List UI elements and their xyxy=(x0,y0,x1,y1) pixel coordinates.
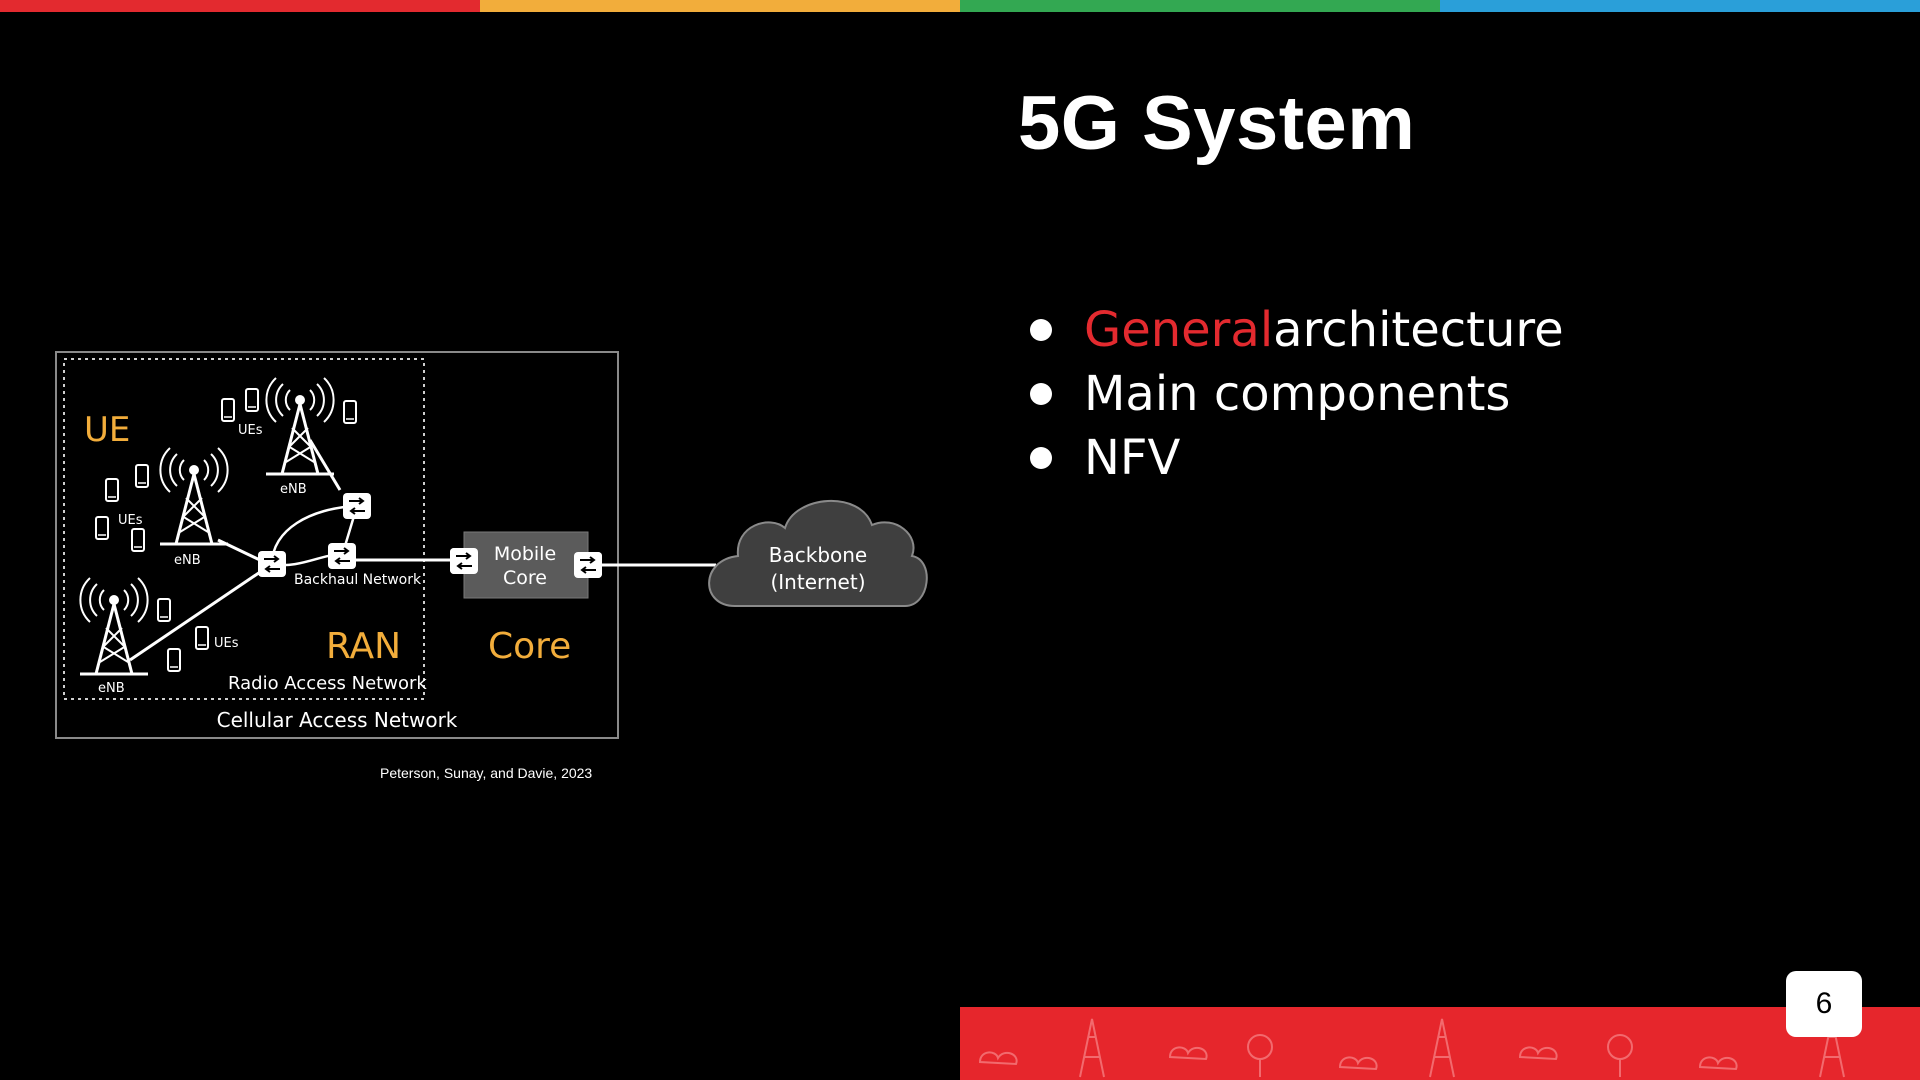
top-stripe-blue xyxy=(1440,0,1920,12)
bullet-text: NFV xyxy=(1084,430,1181,486)
backhaul-network-label: Backhaul Network xyxy=(294,572,422,588)
switch-icon xyxy=(327,542,357,570)
link-enb1-switch xyxy=(308,439,342,491)
bullet-dot-icon xyxy=(1030,383,1052,405)
phone-icon xyxy=(195,626,209,650)
mobile-core-label-line2: Core xyxy=(503,567,547,589)
enb-tower-icon xyxy=(78,576,150,676)
phone-icon xyxy=(95,516,109,540)
cellular-access-network-box xyxy=(55,351,619,739)
bullet-text: architecture xyxy=(1273,302,1564,358)
footer-band xyxy=(960,1007,1920,1080)
bullet-text: Main components xyxy=(1084,366,1511,422)
backbone-label-line1: Backbone xyxy=(769,543,867,567)
ues-label: UEs xyxy=(214,636,239,651)
switch-icon xyxy=(573,551,603,579)
cloud-icon xyxy=(978,1051,1018,1066)
top-stripe-orange xyxy=(480,0,960,12)
cloud-icon xyxy=(1168,1046,1208,1061)
cellular-access-network-label: Cellular Access Network xyxy=(217,708,458,732)
backbone-cloud-icon xyxy=(708,500,928,607)
footer-pattern xyxy=(978,1018,1845,1078)
link-enb3-switch xyxy=(129,562,273,662)
ue-label: UE xyxy=(84,410,130,450)
phone-icon xyxy=(167,648,181,672)
tower-icon xyxy=(1429,1018,1455,1078)
top-stripe-green xyxy=(960,0,1440,12)
ran-label: RAN xyxy=(326,626,401,667)
slide-title: 5G System xyxy=(1018,81,1416,166)
enb-tower-icon xyxy=(264,376,336,476)
enb-label: eNB xyxy=(174,553,201,568)
ues-label: UEs xyxy=(118,513,143,528)
cloud-icon xyxy=(1518,1046,1558,1061)
ues-label: UEs xyxy=(238,423,263,438)
phone-icon xyxy=(131,528,145,552)
tower-icon xyxy=(1079,1018,1105,1078)
phone-icon xyxy=(135,464,149,488)
switch-icon xyxy=(342,492,372,520)
bullet-dot-icon xyxy=(1030,319,1052,341)
enb-label: eNB xyxy=(98,681,125,696)
phone-icon xyxy=(105,478,119,502)
cloud-icon xyxy=(1698,1056,1738,1071)
switch-icon xyxy=(257,550,287,578)
radio-access-network-label: Radio Access Network xyxy=(228,673,427,694)
bullet-dot-icon xyxy=(1030,447,1052,469)
page-number-badge: 6 xyxy=(1786,971,1862,1037)
lamp-icon xyxy=(1247,1034,1273,1060)
bullet-item: Main components xyxy=(1030,362,1564,426)
switch-icon xyxy=(449,547,479,575)
bullet-item: General architecture xyxy=(1030,298,1564,362)
cellular-network-diagram: Mobile Core Backbone (Internet) UE RAN C… xyxy=(55,351,928,739)
citation: Peterson, Sunay, and Davie, 2023 xyxy=(380,765,593,781)
top-stripe-red xyxy=(0,0,480,12)
phone-icon xyxy=(157,598,171,622)
bullet-list: General architecture Main components NFV xyxy=(1030,298,1564,490)
mobile-core-label-line1: Mobile xyxy=(494,543,556,565)
mobile-core-box xyxy=(463,531,589,599)
phone-icon xyxy=(221,398,235,422)
cloud-icon xyxy=(1338,1056,1378,1071)
enb-label: eNB xyxy=(280,482,307,497)
bullet-highlight: General xyxy=(1084,302,1274,358)
phone-icon xyxy=(343,400,357,424)
bullet-item: NFV xyxy=(1030,426,1564,490)
lamp-icon xyxy=(1607,1034,1633,1060)
enb-tower-icon xyxy=(158,446,230,546)
backbone-label-line2: (Internet) xyxy=(770,570,865,594)
phone-icon xyxy=(245,388,259,412)
core-label: Core xyxy=(488,626,571,667)
